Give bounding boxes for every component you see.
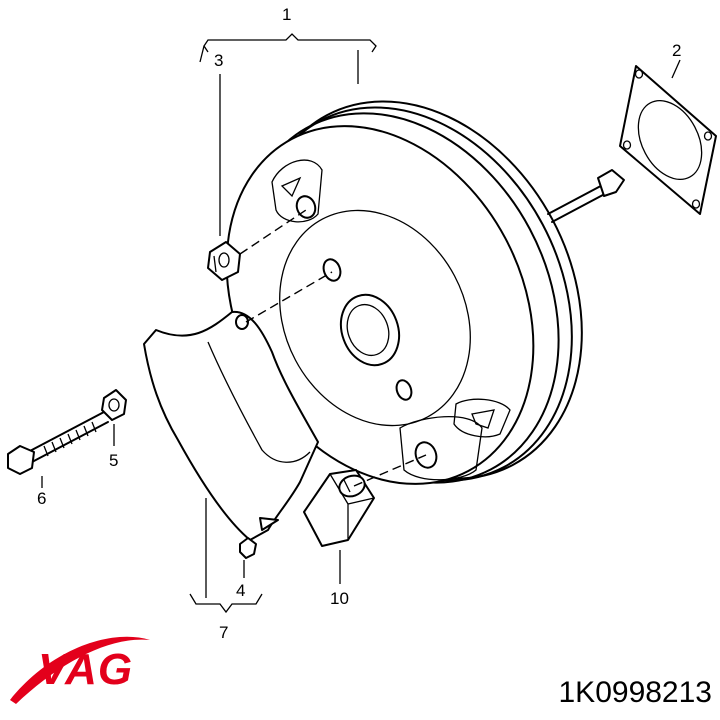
- callout-2: 2: [672, 41, 681, 60]
- brake-booster-body: [225, 100, 625, 485]
- callout-6: 6: [37, 489, 46, 508]
- vacuum-sensor: [303, 469, 375, 547]
- callout-3: 3: [214, 51, 223, 70]
- assembly-lines: [239, 209, 427, 487]
- hex-bolt: [7, 411, 109, 475]
- callout-5: 5: [109, 451, 118, 470]
- self-locking-nut: [207, 241, 241, 281]
- heat-shield: [143, 310, 319, 541]
- callout-1: 1: [282, 5, 291, 24]
- callout-7: 7: [219, 623, 228, 642]
- washer-nut: [101, 389, 127, 421]
- part-number: 1K0998213: [559, 676, 713, 709]
- callout-10: 10: [330, 589, 349, 608]
- gasket-flange: [619, 65, 717, 215]
- vag-logo-text: VAG: [38, 645, 133, 694]
- small-nut: [239, 537, 257, 559]
- leader-lines: [41, 33, 681, 614]
- vag-logo: VAG: [10, 636, 150, 704]
- callout-4: 4: [236, 581, 245, 600]
- push-rod: [547, 169, 625, 223]
